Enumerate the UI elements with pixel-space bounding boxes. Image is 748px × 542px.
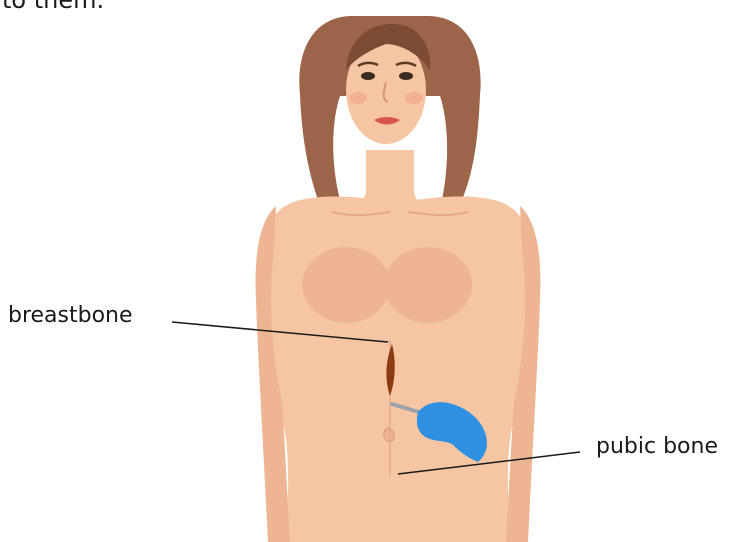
torso (262, 197, 532, 542)
left-cheek (349, 92, 367, 104)
left-breast (302, 247, 390, 323)
right-cheek (405, 92, 423, 104)
left-eye (361, 72, 375, 80)
right-breast (384, 247, 472, 323)
navel (384, 428, 395, 442)
pubic-bone-label: pubic bone (596, 434, 718, 459)
right-eye (399, 72, 413, 80)
breastbone-label: breastbone (8, 303, 133, 328)
